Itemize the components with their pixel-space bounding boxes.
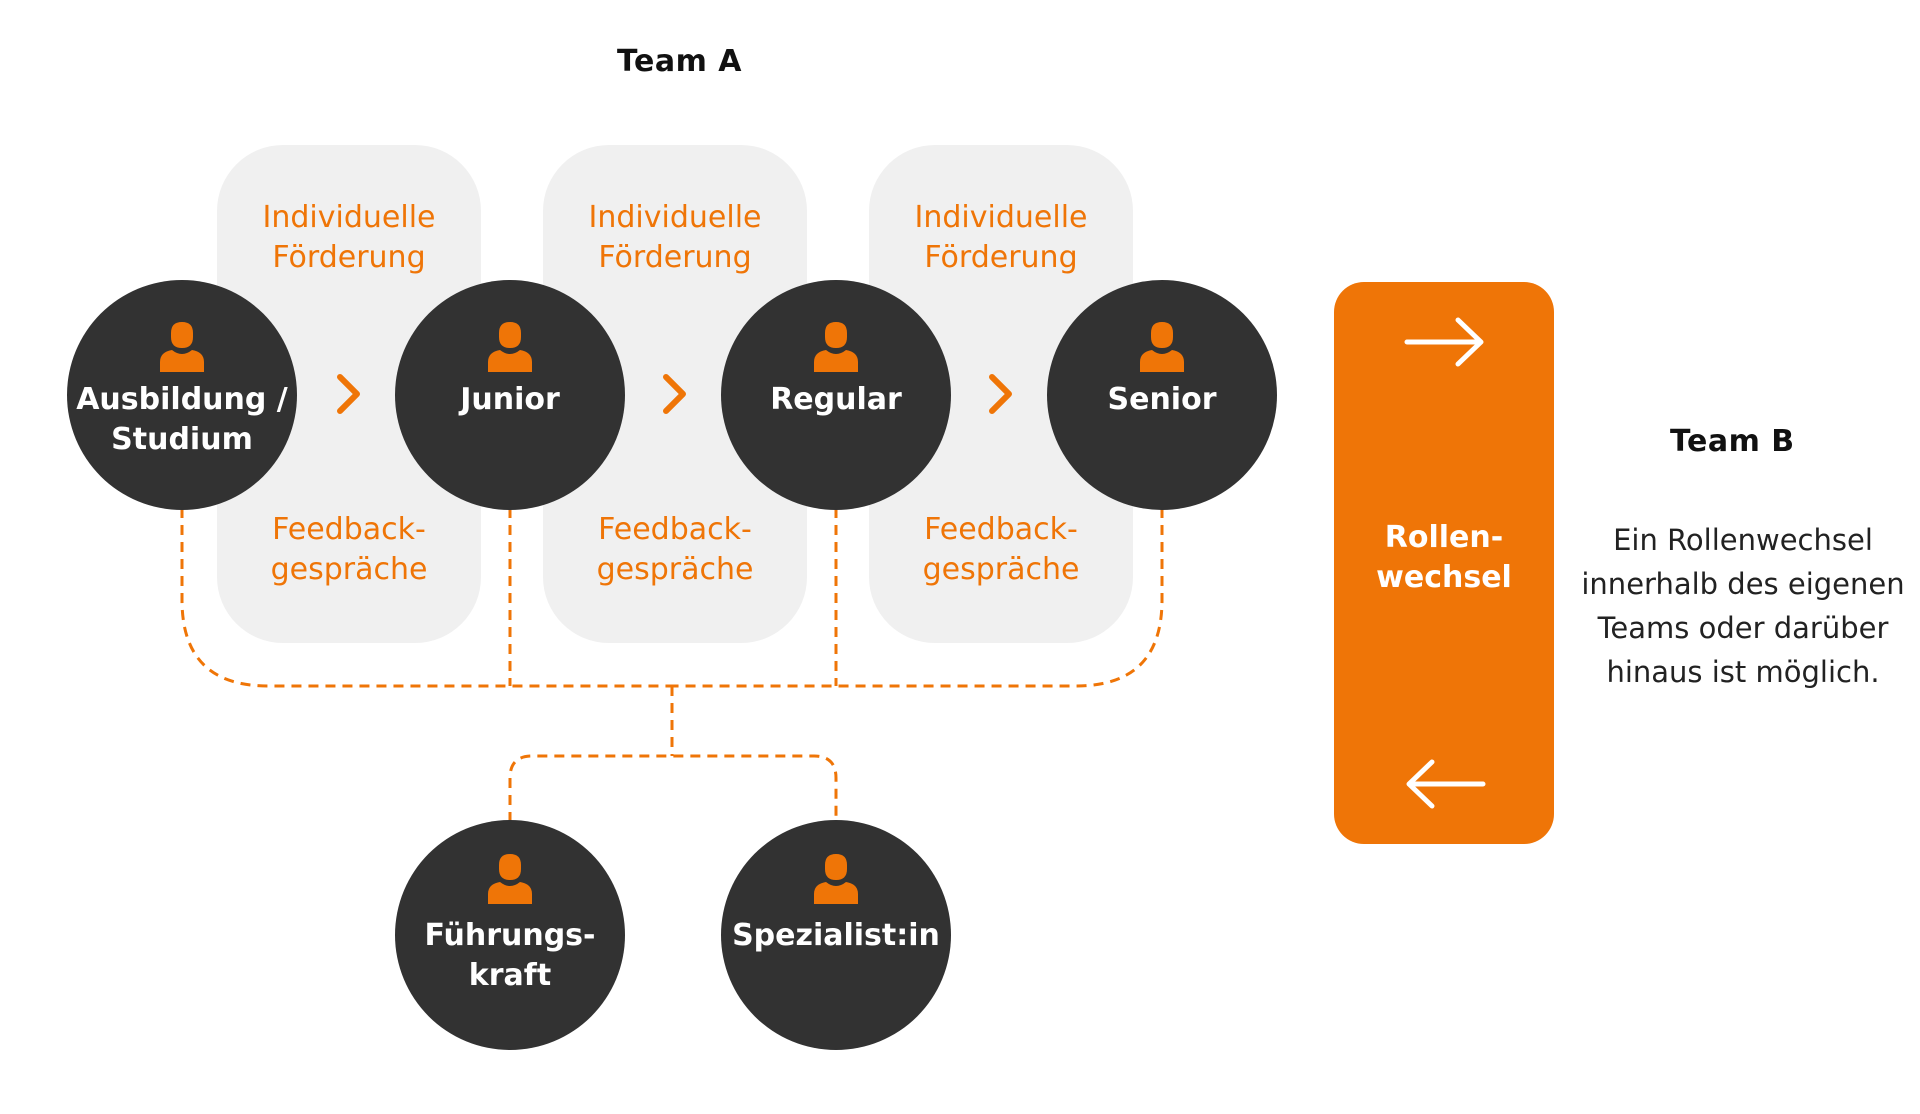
role-change-label: Rollen- wechsel [1376,520,1512,595]
person-icon [1140,322,1184,372]
connector-senior [672,508,1164,688]
person-icon [488,322,532,372]
chevron-right-icon [989,374,1012,414]
node-regular: Regular [721,280,951,510]
chevron-right-icon [663,374,686,414]
person-icon [488,854,532,904]
team-a-title: Team A [617,44,742,79]
node-junior: Junior [395,280,625,510]
node-label: Senior [1107,382,1217,417]
person-icon [160,322,204,372]
stage-box-2-bottom-label: Feedback- gespräche [596,512,754,587]
stage-box-2-top-label: Individuelle Förderung [588,200,762,275]
node-fuehrungskraft: Führungs- kraft [395,820,625,1050]
person-icon [814,854,858,904]
node-spezialistin: Spezialist:in [721,820,951,1050]
node-ausbildung-studium: Ausbildung / Studium [67,280,297,510]
team-b-title: Team B [1670,424,1795,459]
node-label: Ausbildung / Studium [76,382,288,457]
stage-box-3-top-label: Individuelle Förderung [914,200,1088,275]
node-label: Führungs- kraft [424,918,596,993]
node-senior: Senior [1047,280,1277,510]
stage-box-1-bottom-label: Feedback- gespräche [270,512,428,587]
stage-box-1-top-label: Individuelle Förderung [262,200,436,275]
team-b-description: Ein Rollenwechsel innerhalb des eigenen … [1581,523,1905,689]
chevron-right-icon [337,374,360,414]
node-label: Spezialist:in [732,918,940,953]
connector-branch [508,754,838,822]
node-label: Junior [460,382,560,417]
arrow-left-icon [1406,759,1486,809]
node-label: Regular [770,382,902,417]
person-icon [814,322,858,372]
role-change-box: Rollen- wechsel [1334,282,1554,844]
stage-box-3-bottom-label: Feedback- gespräche [922,512,1080,587]
arrow-right-icon [1404,317,1484,367]
connector-ausbildung [180,508,672,688]
